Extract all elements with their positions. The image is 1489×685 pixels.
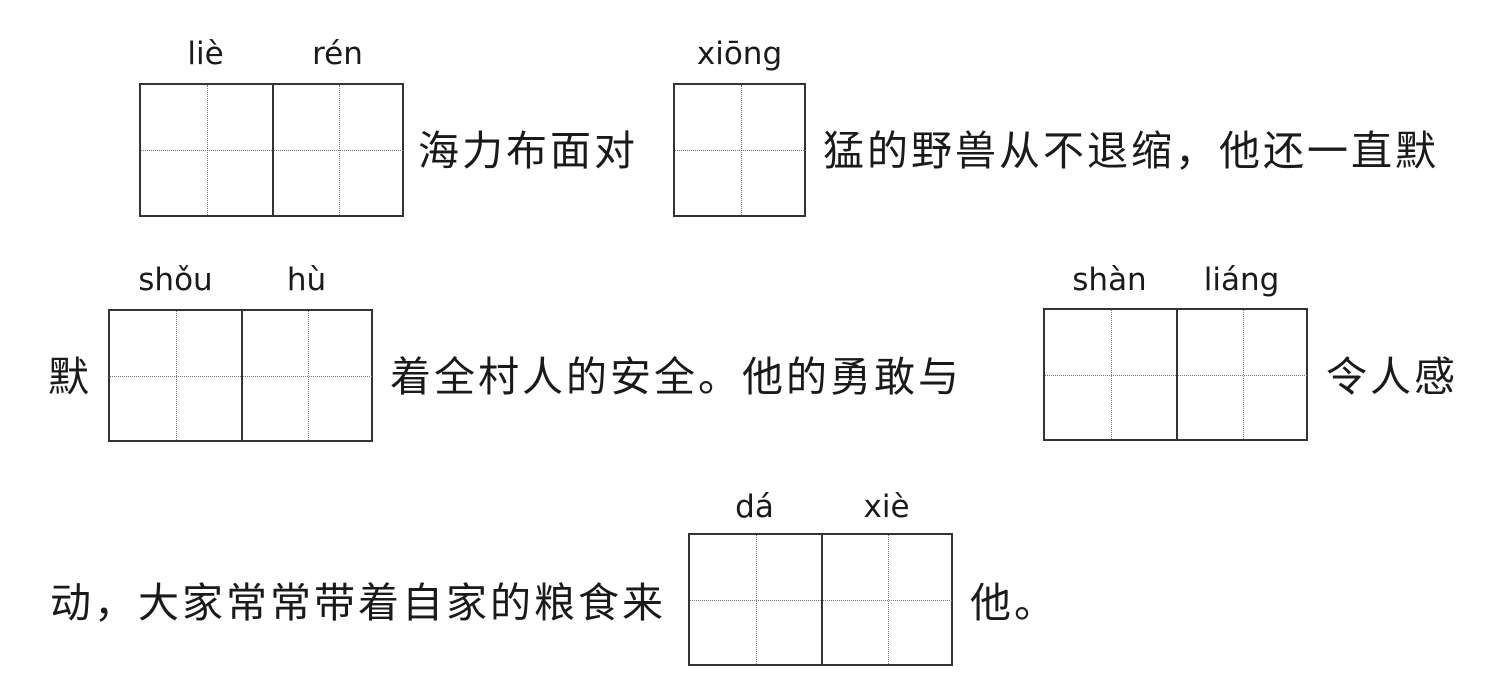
sentence-text: 着全村人的安全。他的勇敢与	[390, 353, 962, 401]
pinyin-shan: shàn	[1072, 262, 1147, 298]
pinyin-shou: shǒu	[138, 262, 213, 298]
sentence-text: 默	[48, 353, 92, 401]
pinyin-da: dá	[735, 489, 774, 525]
pinyin-hu: hù	[286, 262, 327, 298]
pinyin-xie: xiè	[863, 489, 910, 525]
pinyin-lie: liè	[187, 36, 224, 72]
answer-cell[interactable]	[1045, 310, 1176, 439]
answer-cell[interactable]	[821, 535, 952, 664]
sentence-text: 动，大家常常带着自家的粮食来	[50, 579, 666, 627]
answer-cell[interactable]	[241, 311, 372, 440]
pinyin-ren: rén	[312, 36, 363, 72]
sentence-text: 他。	[970, 579, 1058, 627]
answer-grid-lieren[interactable]	[139, 83, 404, 217]
answer-cell[interactable]	[110, 311, 241, 440]
answer-grid-xiong[interactable]	[673, 83, 806, 217]
pinyin-liang: liáng	[1203, 262, 1280, 298]
answer-grid-shanliang[interactable]	[1043, 308, 1308, 441]
answer-cell[interactable]	[141, 85, 272, 215]
answer-cell[interactable]	[675, 85, 806, 215]
answer-cell[interactable]	[272, 85, 403, 215]
sentence-text: 猛的野兽从不退缩，他还一直默	[823, 127, 1439, 175]
answer-grid-shouhu[interactable]	[108, 309, 373, 442]
answer-cell[interactable]	[690, 535, 821, 664]
sentence-text: 海力布面对	[418, 127, 638, 175]
answer-grid-daxie[interactable]	[688, 533, 953, 666]
answer-cell[interactable]	[1176, 310, 1307, 439]
pinyin-xiong: xiōng	[696, 36, 783, 72]
sentence-text: 令人感	[1326, 353, 1458, 401]
